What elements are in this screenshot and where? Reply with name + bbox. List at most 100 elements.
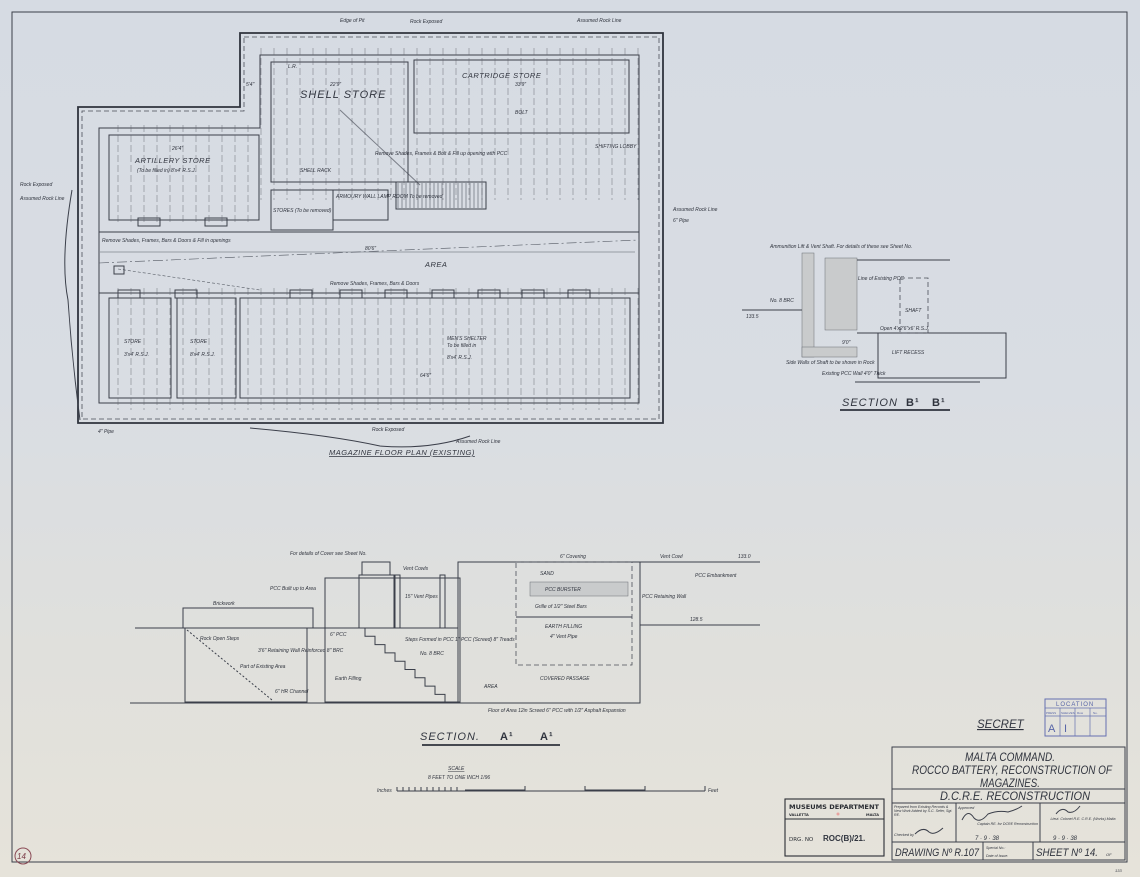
note-rock-exposed-left: Rock Exposed xyxy=(20,182,52,188)
note-existing-pcc: Line of Existing PCC xyxy=(858,276,904,282)
label-shelter-dim: 8'x4' R.S.J. xyxy=(447,355,472,361)
museum-stamp-city: VALLETTA xyxy=(789,813,809,817)
label-existing-area: Part of Existing Area xyxy=(240,664,286,670)
shell-hoist xyxy=(339,109,421,186)
label-pcc-built: PCC Built up to Area xyxy=(270,586,316,592)
page-number: 14 xyxy=(17,852,26,861)
location-col-row: Row xyxy=(1077,711,1084,715)
shelter-door xyxy=(339,289,363,299)
label-sand: SAND xyxy=(540,571,554,577)
label-vent-pipes: 15" Vent Pipes xyxy=(405,594,438,600)
label-steps: Steps Formed in PCC 1" PCC (Screed) 8" T… xyxy=(405,637,515,643)
shelter-room xyxy=(239,297,631,399)
label-shelter-note: To be filled in xyxy=(447,343,476,349)
lift-recess xyxy=(877,332,1007,379)
burster-zone xyxy=(515,561,633,666)
checked-by: Checked by xyxy=(894,833,915,837)
note-rock-line-bottom: Assumed Rock Line xyxy=(455,439,501,445)
label-pcc-burster: PCC BURSTER xyxy=(545,587,581,593)
store-room-1 xyxy=(108,297,172,399)
shaft-wall-right xyxy=(824,257,858,331)
label-cartridge-store: CARTRIDGE STORE xyxy=(462,71,542,80)
note-remove-shades-2: Remove Shades, Frames, Bars & Doors xyxy=(330,281,420,287)
cre-signature xyxy=(1055,805,1081,815)
note-existing-wall: Existing PCC Wall 4'0" Thick xyxy=(822,371,886,377)
note-remove-frames: Remove Shades, Frames & Bolt & Fill up o… xyxy=(375,151,508,157)
title-department: D.C.R.E. RECONSTRUCTION xyxy=(940,791,1091,803)
title-block: MALTA COMMAND. ROCCO BATTERY, RECONSTRUC… xyxy=(891,746,1126,861)
drawn-by-note: Prepared from Existing Records & New Wor… xyxy=(894,805,953,817)
dim-opening: Open 4'x2'6"x6' R.S.J. xyxy=(880,326,929,332)
label-pcc-retaining-wall: PCC Retaining Wall xyxy=(642,594,687,600)
store-door xyxy=(137,217,161,227)
scale-ticks xyxy=(396,786,706,791)
label-lift-recess: LIFT RECESS xyxy=(892,350,925,356)
note-pipe: 4" Pipe xyxy=(98,429,114,435)
sheet-number: SHEET Nº 14. xyxy=(1036,847,1098,859)
location-stamp: LOCATION PRESS SHELVES Row No. A I xyxy=(1044,698,1107,737)
section-a-mark-1: A¹ xyxy=(500,731,514,743)
scale-subtitle: 8 FEET TO ONE INCH 1/96 xyxy=(428,775,490,781)
corner-number: 133 xyxy=(1115,868,1122,873)
shell-store-room xyxy=(270,61,409,183)
rock-line-bottom xyxy=(249,427,471,448)
note-cover-details: For details of Cover see Sheet No. xyxy=(290,551,367,557)
store-door xyxy=(204,217,228,227)
magazine-floor-plan: SHELL STORE CARTRIDGE STORE ARTILLERY ST… xyxy=(19,18,718,457)
level-section-b: 133.5 xyxy=(746,314,759,320)
manhole xyxy=(113,265,125,275)
note-rock-line-top: Assumed Rock Line xyxy=(576,18,622,24)
location-value-shelves: I xyxy=(1064,723,1067,735)
section-a-title: SECTION. xyxy=(420,731,480,743)
note-edge-of-pit: Edge of Pit xyxy=(340,18,365,24)
title-line-2: ROCCO BATTERY, RECONSTRUCTION OF xyxy=(912,765,1113,777)
shelter-door xyxy=(117,289,141,299)
vent-pipe-1 xyxy=(394,574,401,629)
special-number: Special No.: xyxy=(986,846,1005,850)
drawn-by-note-wrap: Prepared from Existing Records & New Wor… xyxy=(894,805,953,817)
note-rock-line-left: Assumed Rock Line xyxy=(19,196,65,202)
dim-shell-store: 22'9" xyxy=(329,82,341,88)
museum-stamp-dot xyxy=(836,812,840,816)
note-rock-exposed-top: Rock Exposed xyxy=(410,19,442,25)
label-area-section: AREA xyxy=(483,684,498,690)
approved-label: Approved xyxy=(957,806,975,810)
scale-left-label: Inches xyxy=(377,788,392,794)
store-room-2 xyxy=(176,297,237,399)
label-store-1-dim: 3'x4' R.S.J. xyxy=(124,352,149,358)
shelter-door xyxy=(477,289,501,299)
label-retaining-wall: 3'6" Retaining Wall Reinforced 8" BRC xyxy=(258,648,344,654)
plan-outer-wall xyxy=(77,32,664,424)
label-lr: L.R. xyxy=(288,64,297,70)
section-b-b: Ammunition Lift & Vent Shaft. For detail… xyxy=(742,244,1007,411)
label-vent-cowls: Vent Cowls xyxy=(403,566,429,572)
shaft-dashed xyxy=(899,277,929,334)
lamp-room xyxy=(332,189,389,221)
sheet-of: OF xyxy=(1106,852,1112,857)
shelter-door xyxy=(174,289,198,299)
location-stamp-title: LOCATION xyxy=(1056,702,1094,708)
pcc-burster xyxy=(529,581,629,597)
earth-fill-block xyxy=(324,577,461,703)
vent-pipe-2 xyxy=(439,574,446,629)
checked-signature xyxy=(914,827,944,835)
cartridge-store-room xyxy=(413,59,630,134)
level-1: 133.0 xyxy=(738,554,751,560)
rock-line-left xyxy=(64,189,81,421)
dim-cartridge-store: 33'9" xyxy=(515,82,526,88)
label-vent-cowl: Vent Cowl xyxy=(660,554,683,560)
museum-stamp-country: MALTA xyxy=(866,813,879,817)
signed-role: Lieut. Colonel R.E. C.R.E. (Works) Malta xyxy=(1050,817,1116,821)
label-lamp-room: ARMOURY WALL LAMP ROOM To be removed xyxy=(335,194,443,200)
location-col-shelves: SHELVES xyxy=(1061,711,1075,715)
label-shell-rack: SHELL RACK xyxy=(300,168,332,174)
label-shell-store: SHELL STORE xyxy=(300,89,386,101)
label-area: AREA xyxy=(424,260,447,269)
plan-outer-dashed xyxy=(81,36,660,420)
museum-stamp-frame xyxy=(784,798,885,857)
title-line-1: MALTA COMMAND. xyxy=(965,752,1055,764)
plan-inner-wall xyxy=(98,54,640,404)
brick-parapet xyxy=(182,607,314,629)
